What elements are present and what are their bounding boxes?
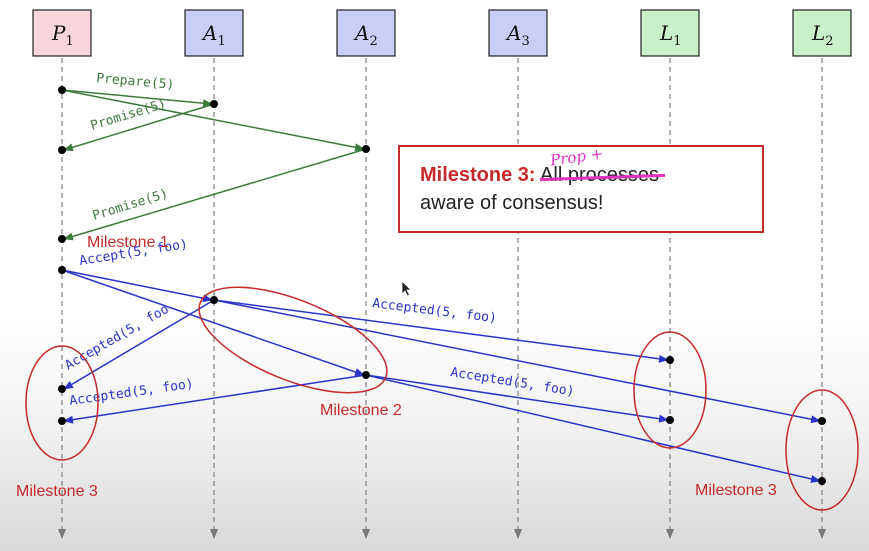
event-dot: [58, 417, 66, 425]
process-box: [488, 9, 548, 57]
svg-text:A1: A1: [201, 21, 226, 49]
process-box: [184, 9, 244, 57]
accepted-arrow-a1-p1: [63, 299, 215, 390]
accepted-label-a1-p1: Accepted(5, foo: [63, 302, 172, 374]
milestone3-callout: Prop + Milestone 3: All processes aware …: [398, 144, 764, 233]
svg-text:L2: L2: [811, 21, 834, 49]
prepare-arrow-a1: [61, 89, 213, 108]
process-p1: P1: [32, 9, 92, 57]
event-dot: [666, 356, 674, 364]
milestone2-ellipse: [198, 286, 388, 394]
process-box: [792, 9, 852, 57]
milestone1-label: Milestone 1: [87, 234, 169, 251]
milestone2-label: Milestone 2: [320, 402, 402, 419]
struck-text: All processes: [540, 164, 659, 186]
svg-text:L1: L1: [659, 21, 682, 49]
process-subscript: 1: [65, 34, 73, 49]
event-dot: [58, 235, 66, 243]
milestone3-ellipse-l1: [633, 331, 707, 449]
process-subscript: 2: [825, 34, 833, 49]
accept-arrow-a2: [61, 269, 365, 376]
promise-label-a2: Promise(5): [91, 187, 170, 224]
event-dot: [818, 417, 826, 425]
accepted-arrow-a2-l1: [365, 374, 669, 423]
process-box: [640, 9, 700, 57]
callout-title: Milestone 3:: [420, 164, 536, 186]
event-dot: [58, 266, 66, 274]
accepted-arrow-a2-p1: [63, 374, 367, 424]
accepted-arrow-a1-l1: [213, 299, 669, 363]
mouse-cursor-icon: [401, 280, 412, 297]
svg-text:A3: A3: [505, 21, 530, 49]
process-subscript: 1: [673, 34, 681, 49]
callout-line2: aware of consensus!: [420, 192, 604, 214]
process-subscript: 1: [217, 34, 225, 49]
milestone3-label-right: Milestone 3: [695, 482, 777, 499]
callout-line1: Milestone 3: All processes: [420, 161, 742, 189]
promise-label-a1: Promise(5): [89, 97, 168, 134]
accepted-arrow-a2-l2: [365, 374, 821, 483]
event-dot: [362, 145, 370, 153]
phase1-messages: [61, 89, 367, 241]
svg-text:P1: P1: [51, 21, 74, 49]
process-box: [336, 9, 396, 57]
process-letter: P: [51, 21, 66, 45]
process-l2: L2: [792, 9, 852, 57]
process-letter: A: [201, 21, 217, 45]
event-dot: [210, 100, 218, 108]
phase2-messages: [61, 269, 821, 483]
process-letter: L: [659, 21, 673, 45]
process-letter: L: [811, 21, 825, 45]
lifelines: [58, 58, 826, 539]
milestone3-ellipse-l2: [785, 389, 859, 511]
milestone3-label-left: Milestone 3: [16, 483, 98, 500]
prepare-label: Prepare(5): [96, 71, 175, 93]
event-dot: [818, 477, 826, 485]
accept-arrow-a1: [61, 269, 213, 303]
svg-text:A2: A2: [353, 21, 378, 49]
process-l1: L1: [640, 9, 700, 57]
event-dot: [58, 146, 66, 154]
event-dot: [210, 296, 218, 304]
process-box: [32, 9, 92, 57]
process-letter: A: [505, 21, 521, 45]
process-a2: A2: [336, 9, 396, 57]
promise-arrow-a2: [63, 148, 367, 241]
event-dot: [666, 416, 674, 424]
milestone3-ellipse-p1: [25, 345, 99, 461]
milestone-ellipses: [25, 286, 859, 511]
prepare-arrow-a2: [61, 89, 365, 152]
process-letter: A: [353, 21, 369, 45]
accepted-label-a1-l1: Accepted(5, foo): [372, 296, 498, 326]
event-dot: [58, 86, 66, 94]
process-a3: A3: [488, 9, 548, 57]
event-dots: [58, 86, 826, 485]
process-headers: P1 A1 A2 A3 L1 L2: [32, 9, 852, 57]
accepted-arrow-a1-l2: [213, 299, 821, 424]
process-subscript: 2: [369, 34, 377, 49]
process-subscript: 3: [521, 34, 529, 49]
event-dot: [58, 385, 66, 393]
accepted-label-a2-l: Accepted(5, foo): [449, 365, 575, 399]
process-a1: A1: [184, 9, 244, 57]
event-dot: [362, 371, 370, 379]
promise-arrow-a1: [63, 103, 215, 152]
